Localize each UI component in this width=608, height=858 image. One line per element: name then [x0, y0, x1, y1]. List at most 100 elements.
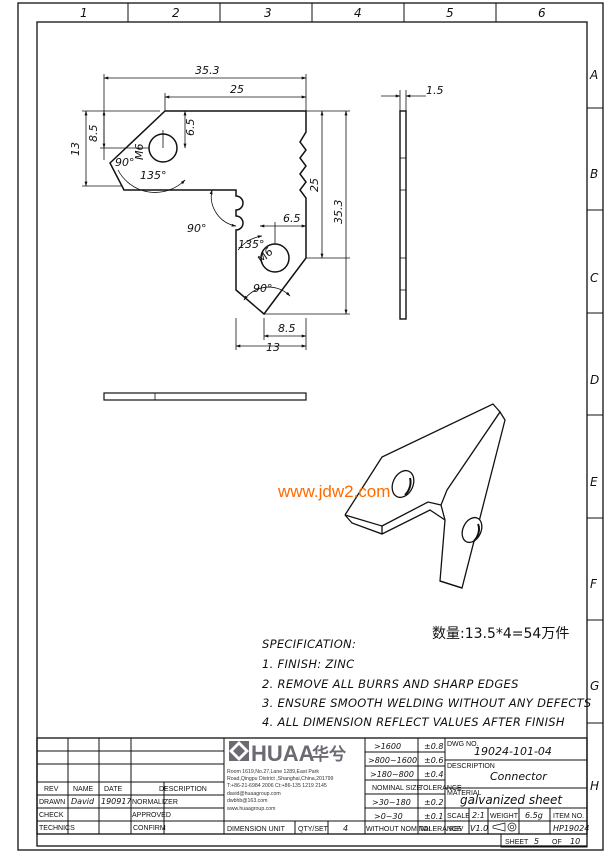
angle-90-bottom: 90° [253, 282, 273, 295]
part-isometric-view [344, 403, 506, 589]
tb-drawn-date: 190917 [101, 797, 132, 806]
tol-range-5-visible: >0~30 [374, 812, 403, 821]
dim-35-3-top: 35.3 [195, 64, 220, 77]
tb-rev-value: V1.0 [470, 824, 488, 833]
tol-value-1: ±0.8 [424, 742, 443, 751]
tol-value-5: ±0.1 [424, 812, 443, 821]
tb-normalizer-label: NORMALIZER [132, 799, 178, 806]
tol-value-4: ±0.2 [424, 798, 443, 807]
part-side-view [381, 90, 426, 320]
title-block-grid [36, 737, 588, 848]
angle-90-top: 90° [115, 156, 135, 169]
tol-range-4: >30~180 [372, 798, 411, 807]
tb-description-label-right: DESCRIPTION [447, 763, 495, 770]
dim-25-right: 25 [308, 178, 321, 192]
column-label-6: 6 [538, 6, 546, 20]
tb-scale-label: SCALE [447, 813, 470, 820]
row-label-e: E [590, 475, 598, 489]
row-label-d: D [590, 373, 599, 387]
dim-8-5-bottom: 8.5 [278, 322, 296, 335]
quantity-note: 数量:13.5*4=54万件 [432, 626, 569, 642]
logo-text-cn: 华兮 [312, 744, 346, 765]
spec-item-2: 2. REMOVE ALL BURRS AND SHARP EDGES [262, 677, 519, 691]
outer-frame [17, 2, 604, 851]
tol-range-2: >800~1600 [368, 756, 417, 765]
tb-drawn-label: DRAWN [39, 799, 65, 806]
tb-dimension-unit-label: DIMENSION UNIT [227, 826, 286, 833]
tb-qty-set-label: QTY/SET [298, 826, 329, 833]
dim-1-5-thickness: 1.5 [426, 84, 444, 97]
watermark: www.jdw2.com [277, 482, 390, 501]
tb-weight-value: 6.5g [525, 811, 543, 820]
tb-tolerance: TOLERANCE [419, 785, 462, 792]
dimension-lines [82, 74, 350, 350]
angle-135-top: 135° [140, 169, 167, 182]
dim-6-5-top-hole: 6.5 [184, 119, 197, 137]
row-label-g: G [590, 679, 599, 693]
part-bottom-view [103, 392, 307, 401]
company-address-1: Room 1619,No.27,Lane 1289,East Park [227, 769, 319, 775]
tb-dwg-no-label: DWG NO. [447, 741, 479, 748]
spec-item-3: 3. ENSURE SMOOTH WELDING WITHOUT ANY DEF… [262, 696, 592, 710]
row-label-h: H [590, 779, 599, 793]
tb-item-no: HP19024 [553, 824, 589, 833]
tb-tolerance-2: TOLERANCE [419, 826, 462, 833]
tb-technics-label: TECHNICS [39, 825, 75, 832]
column-label-5: 5 [446, 6, 454, 20]
tb-weight-label: WEIGHT [490, 813, 519, 820]
tb-description-value: Connector [490, 770, 548, 783]
tb-approved-label: APPROVED [132, 812, 171, 819]
dim-25-top: 25 [230, 83, 244, 96]
tb-confirm-label: CONFIRM [133, 825, 166, 832]
part-front-view-outline [109, 110, 307, 316]
column-label-2: 2 [172, 6, 180, 20]
row-label-a: A [589, 68, 598, 82]
tb-drawn-name: David [71, 797, 95, 806]
tb-dwg-no: 19024-101-04 [474, 745, 552, 758]
tb-qty-value: 4 [343, 824, 348, 833]
tb-sheet-no: 5 [534, 837, 539, 846]
tb-material-label: MATERIAL [447, 790, 482, 797]
tb-check-label: CHECK [39, 812, 64, 819]
angle-135-bottom: 135° [238, 238, 265, 251]
tb-nominal-size: NOMINAL SIZE [372, 785, 421, 792]
tol-value-2: ±0.6 [424, 756, 443, 765]
logo-text: HUAA [251, 741, 315, 766]
tb-name-label: NAME [73, 786, 94, 793]
tb-rev-label: REV [44, 786, 59, 793]
company-email-2: dwbhb@163.com [227, 798, 267, 804]
projection-symbol-icon [492, 822, 517, 832]
company-address-2: Road,Qingpu District ,Shanghai,China,201… [227, 776, 334, 782]
company-phone: T:+86-21-6984 2006 Ct:+86-135 1219 2145 [227, 783, 327, 789]
tb-date-label: DATE [104, 786, 122, 793]
tb-without-nominal: WITHOUT NOMINAL [366, 826, 432, 833]
spec-item-4: 4. ALL DIMENSION REFLECT VALUES AFTER FI… [262, 715, 565, 729]
label-m6-top: M6 [133, 144, 146, 161]
angle-90-mid: 90° [187, 222, 207, 235]
tb-of-label: OF [552, 839, 562, 846]
company-web: www.huaagroup.com [227, 806, 275, 812]
dim-35-3-right: 35.3 [332, 200, 345, 225]
tb-description-label: DESCRIPTION [159, 786, 207, 793]
dim-6-5-bottom-hole: 6.5 [283, 212, 301, 225]
tol-range-1: >1600 [374, 742, 401, 751]
spec-title: SPECIFICATION: [262, 637, 356, 651]
column-label-3: 3 [264, 6, 272, 20]
row-label-b: B [590, 167, 598, 181]
dim-13-bottom: 13 [266, 341, 280, 354]
tb-sheet-label: SHEET [505, 839, 529, 846]
column-label-4: 4 [354, 6, 362, 20]
row-label-c: C [590, 271, 599, 285]
column-label-1: 1 [80, 6, 88, 20]
tb-sheet-total: 10 [570, 837, 580, 846]
tb-material-value: galvanized sheet [460, 793, 563, 807]
dim-13-left: 13 [69, 142, 82, 156]
tb-item-no-label: ITEM NO. [553, 813, 584, 820]
tb-rev-label-right: REV [449, 826, 464, 833]
tol-range-3: >180~800 [370, 770, 414, 779]
tb-scale-value: 2:1 [472, 811, 485, 820]
company-email-1: david@huaagroup.com [227, 791, 281, 797]
dim-8-5-left: 8.5 [87, 125, 100, 143]
spec-item-1: 1. FINISH: ZINC [262, 657, 355, 671]
